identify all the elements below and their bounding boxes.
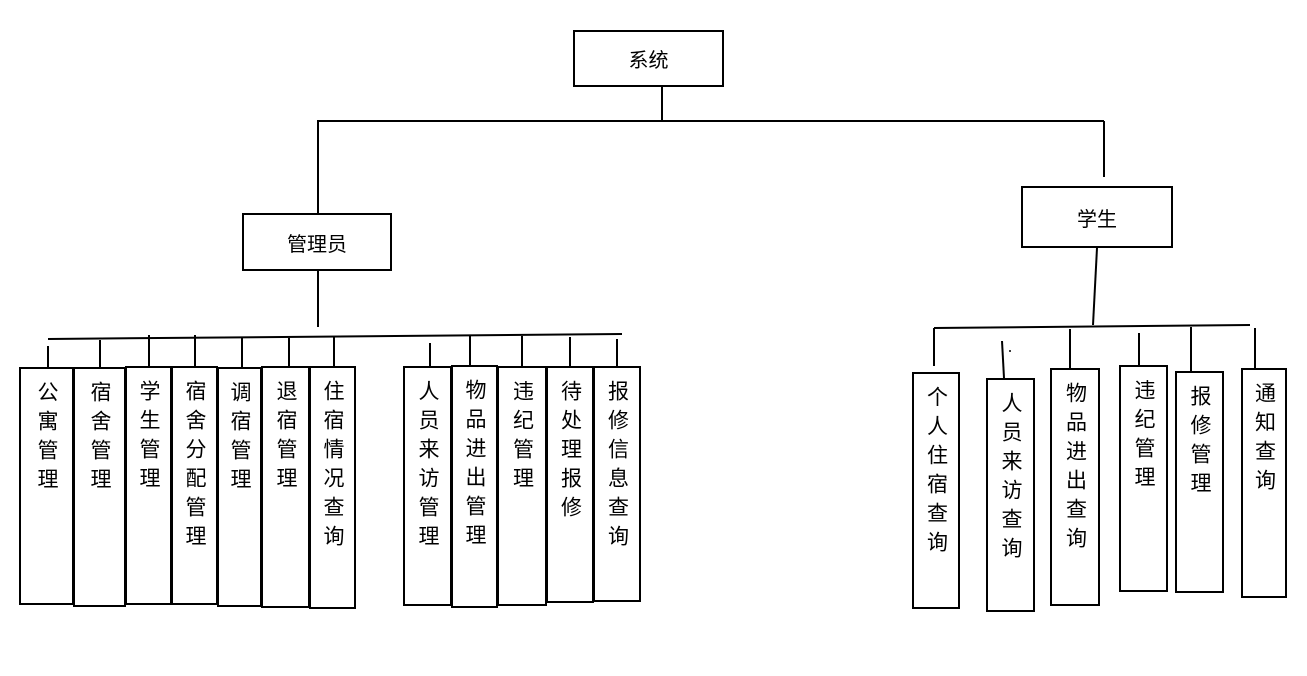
admin-module-visitor: 人员来访管理 xyxy=(403,366,452,606)
admin-bar xyxy=(47,333,623,340)
student-bar xyxy=(933,324,1251,329)
admin-module-pending-repair: 待处理报修 xyxy=(546,366,594,603)
admin-node: 管理员 xyxy=(242,213,392,271)
student-node: 学生 xyxy=(1021,186,1173,248)
admin-module-label: 违纪管理 xyxy=(510,380,535,496)
admin-module-student: 学生管理 xyxy=(125,366,172,605)
admin-module-label: 宿舍管理 xyxy=(88,381,112,497)
admin-module-label: 学生管理 xyxy=(137,380,161,496)
student-module-label: 物品进出查询 xyxy=(1063,382,1088,556)
admin-label: 管理员 xyxy=(287,231,347,256)
admin-module-dorm-transfer: 调宿管理 xyxy=(217,367,262,607)
student-module-notice-query: 通知查询 xyxy=(1241,368,1287,598)
student-module-discipline: 违纪管理 xyxy=(1119,365,1168,592)
student-module-visitor-query: 人员来访查询 xyxy=(986,378,1035,612)
admin-module-label: 公寓管理 xyxy=(35,381,59,497)
admin-module-accommodation-query: 住宿情况查询 xyxy=(309,366,356,609)
student-module-label: 人员来访查询 xyxy=(999,392,1023,566)
admin-module-label: 报修信息查询 xyxy=(605,380,630,554)
admin-module-label: 待处理报修 xyxy=(558,380,583,525)
student-module-goods-query: 物品进出查询 xyxy=(1050,368,1100,606)
admin-module-discipline: 违纪管理 xyxy=(497,366,547,606)
admin-module-label: 物品进出管理 xyxy=(463,379,487,553)
student-module-label: 违纪管理 xyxy=(1132,379,1156,495)
admin-module-label: 退宿管理 xyxy=(274,380,298,496)
student-module-repair: 报修管理 xyxy=(1175,371,1224,593)
admin-module-repair-query: 报修信息查询 xyxy=(593,366,641,602)
admin-module-checkout: 退宿管理 xyxy=(261,366,310,608)
student-down xyxy=(1092,247,1098,326)
student-label: 学生 xyxy=(1077,206,1117,231)
student-module-label: 通知查询 xyxy=(1252,382,1277,498)
admin-module-label: 调宿管理 xyxy=(228,381,252,497)
student-module-label: 个人住宿查询 xyxy=(924,386,949,560)
admin-module-label: 住宿情况查询 xyxy=(321,380,345,554)
admin-module-dorm: 宿舍管理 xyxy=(73,367,126,607)
student-module-label: 报修管理 xyxy=(1188,385,1212,501)
student-module-accommodation-query: 个人住宿查询 xyxy=(912,372,960,609)
root-node: 系统 xyxy=(573,30,724,87)
admin-module-dorm-allocation: 宿舍分配管理 xyxy=(171,366,218,605)
admin-module-label: 人员来访管理 xyxy=(416,380,440,554)
stray-dot xyxy=(1009,350,1011,352)
admin-module-apartment: 公寓管理 xyxy=(19,367,74,605)
student-tick-2 xyxy=(1001,340,1005,379)
admin-module-goods: 物品进出管理 xyxy=(451,365,498,608)
admin-module-label: 宿舍分配管理 xyxy=(183,380,207,554)
root-label: 系统 xyxy=(628,48,669,72)
